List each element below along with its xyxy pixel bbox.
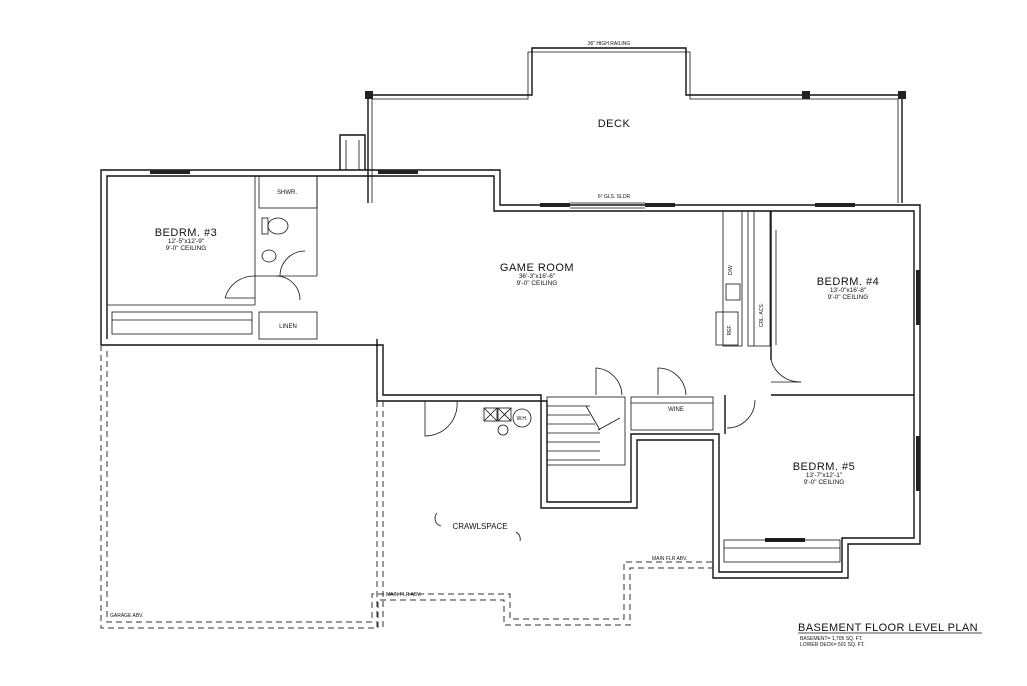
railing-label: 36" HIGH RAILING <box>588 41 631 47</box>
game-room-area: GAME ROOM 36'-3"x16'-6" 9'-0" CEILING <box>500 262 574 287</box>
bedrm3-ceiling: 9'-0" CEILING <box>166 245 207 252</box>
title-block: BASEMENT FLOOR LEVEL PLAN BASEMENT= 1,70… <box>798 622 982 648</box>
main-floor-above-label-2: MAIN FLR ABV. <box>652 556 687 562</box>
bar-area: D/W REF. CRL. ACS. <box>715 210 771 347</box>
bedrm3-name: BEDRM. #3 <box>155 227 218 239</box>
area-line-1: BASEMENT= 1,705 SQ. FT. <box>800 636 863 642</box>
window <box>540 203 570 207</box>
stairs-mech-area: WINE W.H. <box>424 367 714 466</box>
area-line-2: LOWER DECK= 501 SQ. FT. <box>800 642 865 648</box>
bedrm4-name: BEDRM. #4 <box>817 276 880 288</box>
post-marker <box>365 91 373 99</box>
deck-label: DECK <box>598 118 631 130</box>
bedroom-3-area: BEDRM. #3 12'-5"x12'-9" 9'-0" CEILING SH… <box>107 175 318 340</box>
window <box>378 170 418 174</box>
water-heater-label: W.H. <box>517 416 528 422</box>
crawlspace-area: CRAWLSPACE GARAGE ABV. MAIN FLR ABV. MAI… <box>100 345 713 629</box>
deck-area: DECK 36" HIGH RAILING <box>339 41 906 203</box>
crawlspace-label: CRAWLSPACE <box>452 522 507 531</box>
plan-title: BASEMENT FLOOR LEVEL PLAN <box>798 622 978 634</box>
window <box>916 270 920 325</box>
window <box>150 170 190 174</box>
linen-label: LINEN <box>279 324 297 330</box>
slider-label: 6° GLS. SLDR <box>598 194 631 200</box>
bedrm5-size: 13'-7"x12'-1" <box>806 472 843 479</box>
garage-label: GARAGE ABV. <box>110 613 143 619</box>
window <box>916 436 920 491</box>
bedrm5-ceiling: 9'-0" CEILING <box>804 479 845 486</box>
window <box>815 203 855 207</box>
ref-label: REF. <box>727 325 733 336</box>
main-floor-above-label: MAIN FLR ABV. <box>386 592 421 598</box>
dw-label: D/W <box>728 265 734 275</box>
bedroom-4-area: BEDRM. #4 13'-0"x16'-8" 9'-0" CEILING <box>770 211 914 396</box>
post-marker <box>898 91 906 99</box>
bedrm5-name: BEDRM. #5 <box>793 461 856 473</box>
game-room-size: 36'-3"x16'-6" <box>519 273 556 280</box>
bedrm4-ceiling: 9'-0" CEILING <box>828 294 869 301</box>
game-room-ceiling: 9'-0" CEILING <box>517 280 558 287</box>
bedroom-5-area: BEDRM. #5 13'-7"x12'-1" 9'-0" CEILING <box>723 395 856 563</box>
wine-label: WINE <box>668 407 684 413</box>
shower-label: SHWR. <box>277 190 297 196</box>
exterior-walls: 6° GLS. SLDR <box>100 169 921 579</box>
game-room-name: GAME ROOM <box>500 262 574 274</box>
bedrm4-size: 13'-0"x16'-8" <box>830 287 867 294</box>
cabinet-label: CRL. ACS. <box>759 303 765 327</box>
window <box>645 203 675 207</box>
post-marker <box>802 91 810 99</box>
bedrm3-size: 12'-5"x12'-9" <box>168 238 205 245</box>
